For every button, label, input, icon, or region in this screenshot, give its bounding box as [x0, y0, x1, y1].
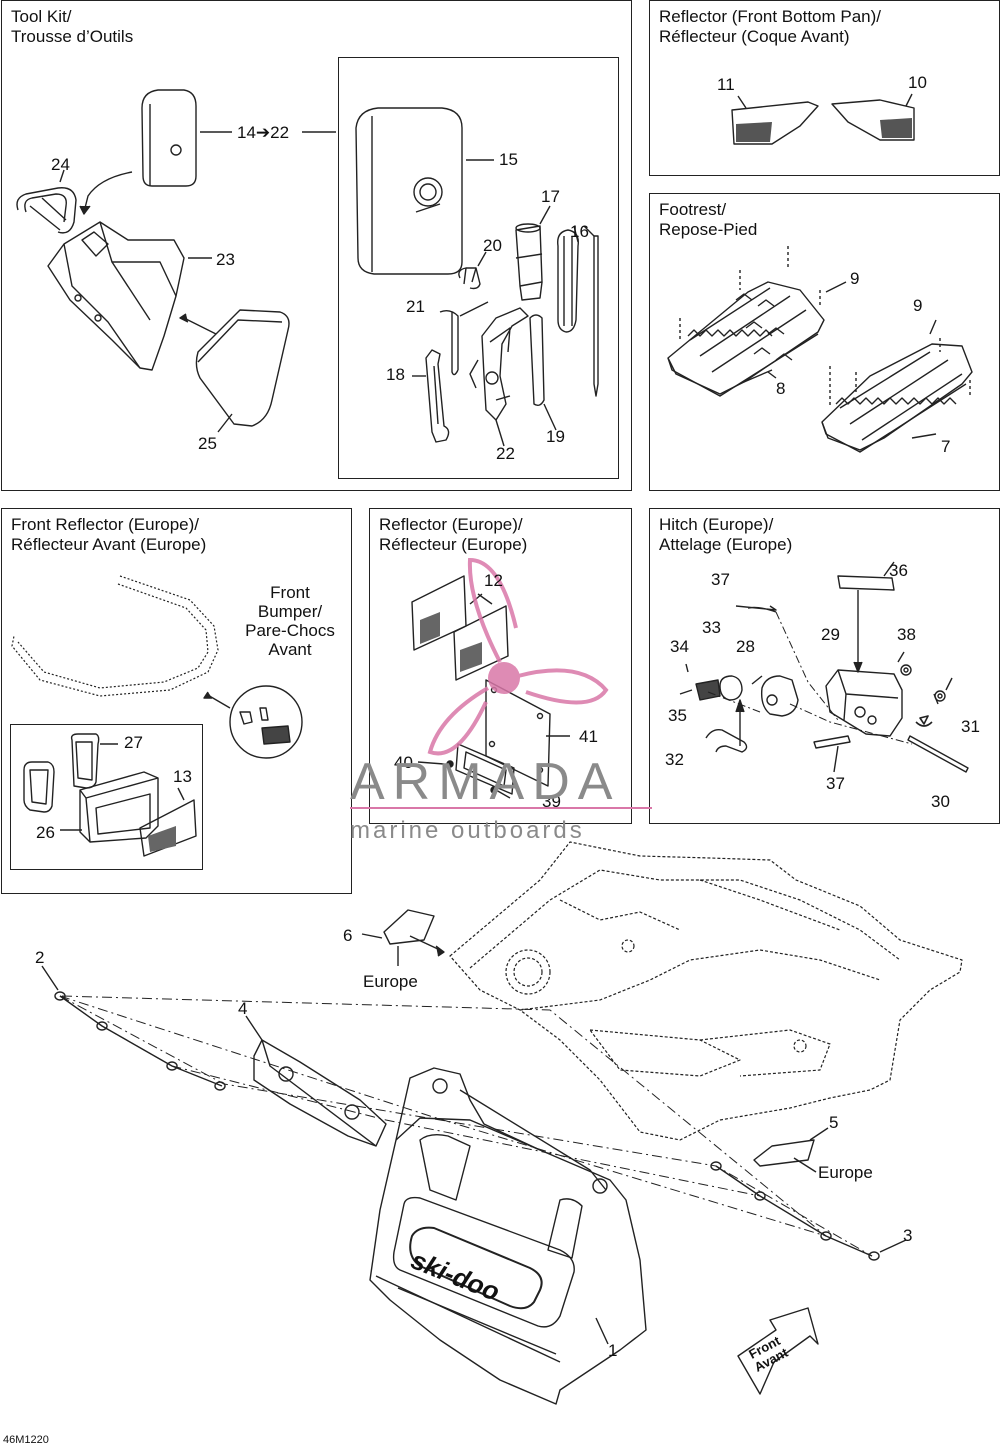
callout-1: 1 — [608, 1341, 618, 1360]
watermark-propeller — [427, 557, 609, 756]
callout-33: 33 — [702, 618, 721, 637]
callout-31: 31 — [961, 717, 980, 736]
note-europe-left: Europe — [363, 972, 418, 991]
panel-title: Footrest/ Repose-Pied — [659, 200, 758, 239]
callout-21: 21 — [406, 297, 425, 316]
callout-2: 2 — [35, 948, 45, 967]
reflector-frame-39 — [417, 743, 515, 799]
callout-22: 22 — [496, 444, 515, 463]
panel-tool-kit-inset — [338, 57, 619, 479]
callout-24: 24 — [51, 155, 70, 174]
callout-23: 23 — [216, 250, 235, 269]
watermark-name: ARMADA — [350, 753, 621, 811]
callout-9a: 9 — [850, 269, 860, 288]
front-bottom-pan-outline — [449, 841, 963, 1141]
callout-16: 16 — [570, 222, 589, 241]
callout-35: 35 — [668, 706, 687, 725]
reflector-10 — [831, 93, 915, 141]
tool-bag-large — [355, 107, 494, 275]
hitch-parts — [679, 561, 969, 773]
skid-plate-1 — [369, 1067, 647, 1405]
footrest-8 — [667, 281, 825, 397]
callout-10: 10 — [908, 73, 927, 92]
callout-4: 4 — [238, 999, 248, 1018]
wrench-18 — [412, 349, 450, 443]
reflector-5 — [753, 1127, 829, 1173]
callout-38: 38 — [897, 625, 916, 644]
tool-bag-small — [141, 89, 336, 187]
footrest-screws — [679, 246, 971, 408]
callout-26: 26 — [36, 823, 55, 842]
front-bumper-note: Front Bumper/ Pare-Chocs Avant — [245, 583, 335, 659]
panel-title: Front Reflector (Europe)/ Réflecteur Ava… — [11, 515, 207, 554]
callout-11: 11 — [717, 75, 735, 94]
key-21 — [439, 301, 489, 376]
callout-7: 7 — [941, 437, 951, 456]
panel-title: Tool Kit/ Trousse d’Outils — [11, 7, 134, 46]
note-europe-right: Europe — [818, 1163, 873, 1182]
callout-12: 12 — [484, 571, 503, 590]
reflector-bracket-41 — [485, 679, 570, 787]
callout-37b: 37 — [826, 774, 845, 793]
diagram-code: 46M1220 — [3, 1434, 49, 1446]
panel-tool-kit: Tool Kit/ Trousse d’Outils — [1, 0, 632, 491]
callout-15: 15 — [499, 150, 518, 169]
rivets-and-lines — [41, 965, 907, 1345]
front-bumper-outline — [11, 575, 219, 697]
callout-20: 20 — [483, 236, 502, 255]
strap-19 — [529, 314, 557, 431]
panel-reflector-europe: Reflector (Europe)/ Réflecteur (Europe) — [369, 508, 632, 824]
callout-29: 29 — [821, 625, 840, 644]
callout-32: 32 — [665, 750, 684, 769]
panel-reflector-front-bottom-pan: Reflector (Front Bottom Pan)/ Réflecteur… — [649, 0, 1000, 176]
ski-doo-logo — [409, 1226, 543, 1310]
callout-18: 18 — [386, 365, 405, 384]
clip-20 — [458, 251, 487, 290]
footrest-leaders — [767, 281, 937, 379]
bag-cover-25 — [179, 309, 290, 433]
reflector-6 — [361, 909, 445, 966]
front-arrow — [737, 1307, 819, 1395]
callout-13: 13 — [173, 767, 192, 786]
panel-title: Hitch (Europe)/ Attelage (Europe) — [659, 515, 793, 554]
callout-3: 3 — [903, 1226, 913, 1245]
callout-27: 27 — [124, 733, 143, 752]
callout-6: 6 — [343, 926, 353, 945]
callout-40: 40 — [394, 753, 413, 772]
callout-9b: 9 — [913, 296, 923, 315]
watermark-tagline: marine outboards — [350, 817, 585, 844]
reflector-11 — [731, 95, 819, 145]
footrest-7 — [821, 343, 973, 453]
bumper-piece-4 — [245, 1015, 387, 1147]
callout-41: 41 — [579, 727, 598, 746]
callout-5: 5 — [829, 1113, 839, 1132]
callout-14-22: 14➔22 — [237, 123, 290, 142]
screwdriver-16 — [557, 225, 599, 397]
callout-39: 39 — [542, 792, 561, 811]
callout-34: 34 — [670, 637, 689, 656]
panel-front-reflector-europe: Front Reflector (Europe)/ Réflecteur Ava… — [1, 508, 352, 894]
reflector-housing-26-27-13 — [23, 733, 197, 857]
callout-19: 19 — [546, 427, 565, 446]
panel-title: Reflector (Europe)/ Réflecteur (Europe) — [379, 515, 528, 554]
callout-28: 28 — [736, 637, 755, 656]
callout-30: 30 — [931, 792, 950, 811]
detail-circle — [203, 685, 303, 759]
reflector-plates-12 — [411, 575, 509, 681]
socket-17 — [515, 205, 551, 301]
panel-title: Reflector (Front Bottom Pan)/ Réflecteur… — [659, 7, 882, 46]
panel-front-reflector-inset — [10, 724, 203, 870]
bag-holder-23 — [47, 221, 212, 371]
callout-17: 17 — [541, 187, 560, 206]
callout-36: 36 — [889, 561, 908, 580]
hitch-dashed-lines — [707, 611, 913, 745]
callout-8: 8 — [776, 379, 786, 398]
multi-tool-22 — [469, 307, 529, 447]
callout-25: 25 — [198, 434, 217, 453]
bag-clip-24 — [16, 169, 133, 234]
callout-37a: 37 — [711, 570, 730, 589]
